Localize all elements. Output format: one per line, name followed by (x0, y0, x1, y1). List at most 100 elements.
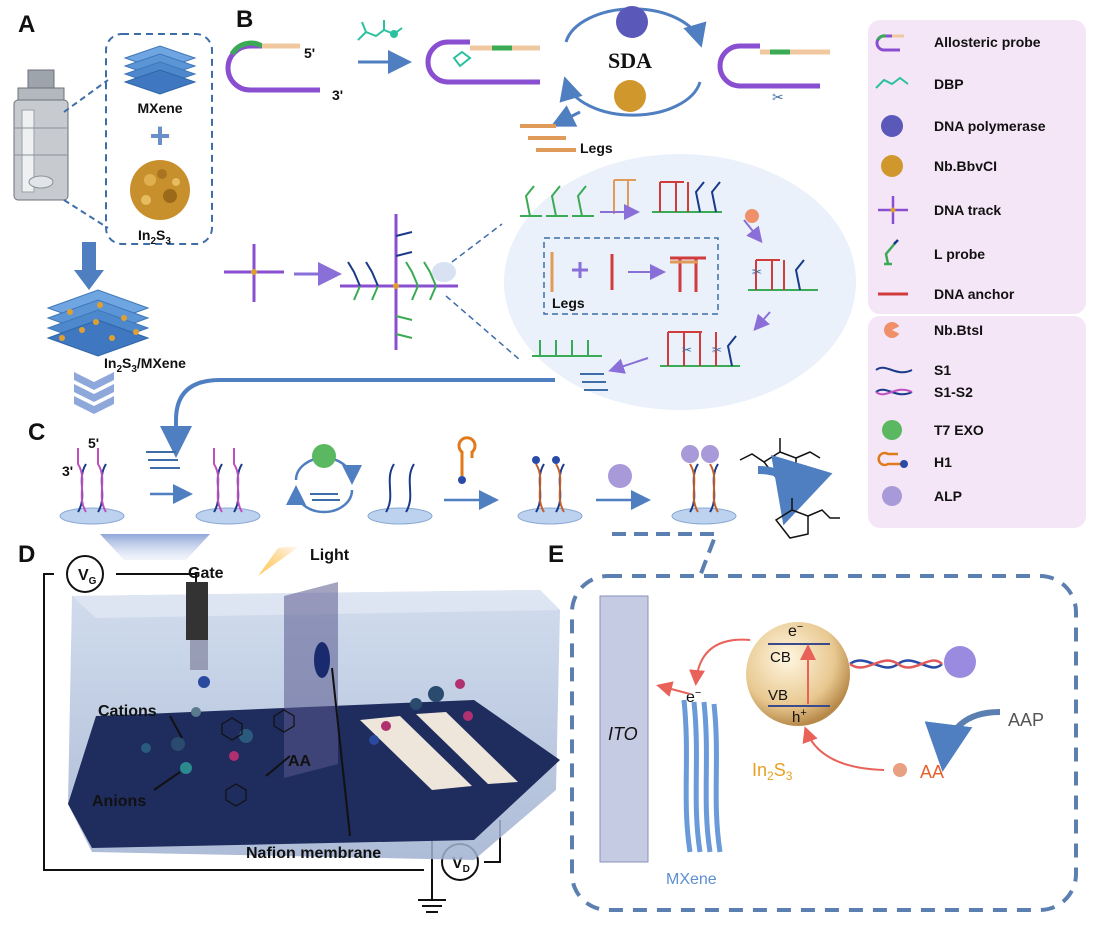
c-five-prime: 5' (88, 435, 99, 451)
in2s3-e-label: In2S3 (752, 760, 793, 783)
l-probe-icon (884, 239, 899, 266)
precursor-box (105, 33, 213, 245)
svg-text:✂: ✂ (682, 343, 692, 357)
aa-molecule-sketches (221, 709, 295, 807)
mxene-label: MXene (137, 100, 182, 116)
electron-label-1: e− (686, 687, 701, 706)
probe-with-dbp (425, 39, 540, 85)
hole-label: h+ (792, 707, 807, 726)
three-prime-label: 3' (332, 87, 343, 103)
cleaved-probe: ✂ (717, 43, 830, 105)
dna-polymerase-icon (616, 6, 648, 38)
legend-label-2: DNA polymerase (934, 118, 1046, 134)
electron-label-2: e− (788, 621, 803, 640)
legend-label-4: DNA track (934, 202, 1001, 218)
legs-label: Legs (580, 140, 613, 156)
vg-label: VG (78, 567, 97, 587)
t7-exo-cycle (286, 444, 362, 514)
c-three-prime: 3' (62, 463, 73, 479)
legs-inset-label: Legs (552, 295, 585, 311)
c-stage-3 (367, 463, 433, 525)
cb-label: CB (770, 649, 791, 666)
c-stage-1 (59, 448, 125, 525)
light-source-icon (258, 546, 300, 576)
c-stage-2 (195, 448, 261, 525)
five-prime-label: 5' (304, 45, 315, 61)
dna-track-small (224, 244, 284, 302)
nafion-membrane (284, 582, 338, 778)
ito-electrode (599, 595, 649, 863)
legs-strands (520, 124, 576, 152)
nb-bbvci-icon (881, 155, 903, 177)
ion-particles (141, 676, 473, 774)
panel-e: ITO MXene e− e− CB VB h+ AAP AA (570, 532, 1078, 912)
walker-steps: ✂ ✂ ✂ (520, 179, 818, 391)
aa-particle-icon (893, 763, 907, 777)
legend-label-12: ALP (934, 488, 962, 504)
legend-label-0: Allosteric probe (934, 34, 1041, 50)
dna-duplex-icon (849, 659, 943, 669)
legend-label-6: DNA anchor (934, 286, 1015, 302)
t7-exo-icon (312, 444, 336, 468)
svg-text:✂: ✂ (752, 265, 762, 279)
panel-d: VG VD Gate Light (43, 534, 560, 913)
gate-label: Gate (188, 565, 224, 582)
s1-s2-duplex-icon (875, 388, 913, 396)
allosteric-probe-icon (875, 34, 904, 52)
nb-btsi-icon (745, 209, 759, 223)
composite-label: In2S3/MXene (104, 355, 186, 375)
panel-c: 3' 5' (59, 435, 840, 539)
legend-label-11: H1 (934, 454, 952, 470)
mxene-e-label: MXene (666, 871, 717, 888)
aa-molecule-icon (774, 498, 840, 539)
autoclave-icon (13, 69, 69, 201)
plus-sign: + (149, 115, 170, 156)
panel-label-d: D (18, 541, 35, 568)
dna-track-with-l-probes (340, 214, 458, 350)
scissors-icon: ✂ (772, 89, 784, 105)
down-arrow-icon (74, 270, 104, 290)
panel-label-e: E (548, 541, 564, 568)
legs-inset-content (550, 252, 706, 292)
mxene-sheets-icon (681, 699, 723, 853)
flow-arrow (160, 378, 555, 458)
alp-enzyme-icon (608, 464, 632, 488)
light-label: Light (310, 547, 350, 564)
panel-b: 5' 3' SDA ✂ (160, 6, 856, 458)
in2s3-mxene-composite-icon (46, 289, 150, 357)
nafion-label: Nafion membrane (246, 845, 381, 862)
c-stage-5 (671, 445, 737, 525)
h1-hairpin-icon (877, 451, 908, 468)
mxene-stack-icon (123, 45, 197, 95)
gate-voltage-meter (66, 555, 104, 593)
vb-label: VB (768, 687, 788, 704)
in2s3-sphere (746, 622, 850, 726)
dna-track-icon (878, 196, 908, 224)
legs-inset-box (543, 237, 719, 315)
dbp-molecule-icon (357, 20, 403, 41)
alp-enzyme-icon (882, 486, 902, 506)
allosteric-probe-diagram (225, 40, 320, 93)
legend-label-1: DBP (934, 76, 964, 92)
legend-label-9: S1-S2 (934, 384, 973, 400)
in2s3-label: In2S3 (138, 227, 171, 247)
h1-hairpin-icon (457, 436, 477, 484)
panel-label-b: B (236, 6, 253, 33)
sda-cycle (559, 6, 707, 117)
legend-label-7: Nb.BtsI (934, 322, 983, 338)
alp-enzyme-e-icon (944, 646, 976, 678)
dbp-molecule-icon (875, 76, 909, 89)
ito-label: ITO (608, 724, 638, 744)
s1-strand-icon (875, 366, 913, 374)
t7-exo-icon (882, 420, 902, 440)
panel-a: MXene + In2S3 In2S3/MXene (13, 33, 213, 414)
legend-label-3: Nb.BbvCI (934, 158, 997, 174)
legend-label-10: T7 EXO (934, 422, 984, 438)
c-stage-4 (517, 456, 583, 525)
legend-label-8: S1 (934, 362, 951, 378)
legend-label-5: L probe (934, 246, 985, 262)
zoom-box (570, 574, 1078, 912)
nb-bbvci-icon (614, 80, 646, 112)
